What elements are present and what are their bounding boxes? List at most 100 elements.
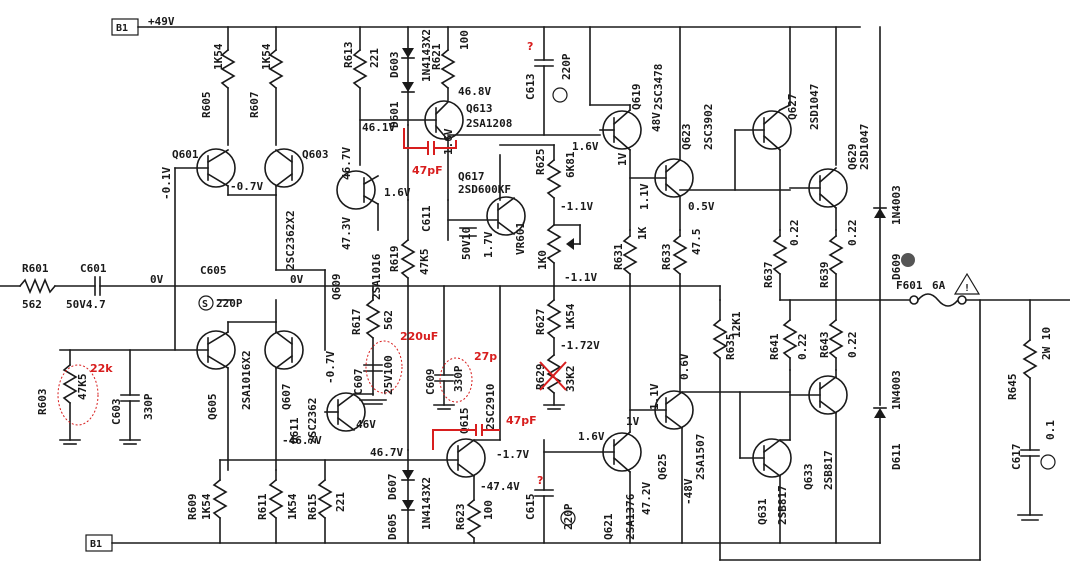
svg-text:C609: C609 [424,369,437,396]
svg-text:6A: 6A [932,279,946,292]
svg-text:2SC3902: 2SC3902 [702,104,715,150]
svg-text:46.7V: 46.7V [370,446,403,459]
svg-text:1N4143X2: 1N4143X2 [420,29,433,82]
c605: C605 S 220P 0V [198,264,304,311]
svg-text:Q621: Q621 [602,513,615,540]
q627-transistor: Q627 2SD1047 [734,84,821,191]
svg-text:1K0: 1K0 [536,250,549,270]
svg-text:Q605: Q605 [206,394,219,421]
svg-text:R625: R625 [534,149,547,176]
svg-text:Q619: Q619 [630,84,643,111]
top-rail: B1 +49V [111,15,861,36]
svg-text:Q607: Q607 [280,384,293,411]
svg-text:1.1V: 1.1V [648,383,661,410]
svg-text:Q629: Q629 [846,144,859,171]
svg-text:2SC2362: 2SC2362 [306,398,319,444]
svg-text:220P: 220P [562,503,575,530]
svg-text:50V10: 50V10 [460,227,473,260]
svg-text:47.3V: 47.3V [340,217,353,250]
svg-text:46.7V: 46.7V [340,147,353,180]
svg-text:C605: C605 [200,264,227,277]
svg-text:221: 221 [368,48,381,68]
svg-text:0.22: 0.22 [846,332,859,359]
svg-text:R605: R605 [200,92,213,119]
svg-text:R635: R635 [724,334,737,361]
svg-text:C613: C613 [524,74,537,101]
svg-text:Q609: Q609 [330,274,343,301]
svg-text:2SC3478: 2SC3478 [652,64,665,110]
q625-transistor: 1.1V 0.6V -48V Q625 2SA1507 [629,353,707,505]
svg-text:562: 562 [22,298,42,311]
svg-text:C603: C603 [110,399,123,426]
svg-text:F601: F601 [896,279,923,292]
svg-text:50V4.7: 50V4.7 [66,298,106,311]
svg-text:R603: R603 [36,389,49,416]
svg-text:Q631: Q631 [756,498,769,525]
svg-text:1K54: 1K54 [212,43,225,70]
svg-text:-47.4V: -47.4V [480,480,520,493]
svg-text:1.6V: 1.6V [578,430,605,443]
svg-text:C611: C611 [420,205,433,232]
q601-transistor: Q601 -0.1V -0.7V [160,148,263,200]
q607-transistor: Q607 [264,330,304,411]
svg-text:-46.7V: -46.7V [282,434,322,447]
svg-text:22k: 22k [90,362,113,375]
svg-text:B1: B1 [90,539,102,550]
svg-text:330P: 330P [452,365,465,392]
svg-text:48V: 48V [650,112,663,132]
svg-text:?: ? [527,40,533,53]
svg-text:C615: C615 [524,494,537,521]
svg-text:2SA1016X2: 2SA1016X2 [240,350,253,410]
svg-text:S: S [202,299,208,310]
svg-text:?: ? [537,474,543,487]
svg-text:R611: R611 [256,493,269,520]
svg-text:1K54: 1K54 [286,493,299,520]
bottom-rail: B1 [85,534,881,552]
svg-text:1K54: 1K54 [200,493,213,520]
fuse-f601: F601 6A ! [896,272,981,307]
svg-text:!: ! [964,283,970,294]
svg-text:0.5V: 0.5V [688,200,715,213]
svg-text:47pF: 47pF [412,164,443,177]
svg-text:220uF: 220uF [400,330,438,343]
svg-text:Q617: Q617 [458,170,485,183]
svg-text:C617: C617 [1010,444,1023,471]
svg-text:0.22: 0.22 [846,220,859,247]
svg-text:0V: 0V [290,273,304,286]
svg-text:Q611: Q611 [288,417,301,444]
svg-text:-0.7V: -0.7V [324,351,337,384]
svg-text:R613: R613 [342,42,355,69]
q615-transistor: Q615 2SC2910 46.7V -1.7V -47.4V [370,384,529,493]
svg-text:1.7V: 1.7V [482,231,495,258]
svg-text:2SB817: 2SB817 [822,450,835,490]
svg-text:1N4003: 1N4003 [890,370,903,410]
svg-text:1.6V: 1.6V [572,140,599,153]
red-annotations: 47pF 47pF 220uF 27p 22k [57,128,537,450]
svg-text:R633: R633 [660,244,673,271]
q603-transistor: Q603 2SC2362X2 [264,148,329,270]
svg-text:1V: 1V [626,415,640,428]
svg-text:R627: R627 [534,309,547,336]
svg-text:46.8V: 46.8V [458,85,491,98]
svg-text:B1: B1 [116,23,128,34]
svg-text:221: 221 [334,492,347,512]
svg-text:47.5: 47.5 [690,229,703,256]
svg-text:D609: D609 [890,254,903,281]
svg-text:R643: R643 [818,332,831,359]
svg-text:C601: C601 [80,262,107,275]
svg-text:R637: R637 [762,262,775,289]
svg-text:1.6V: 1.6V [442,128,455,155]
svg-text:-1.7V: -1.7V [496,448,529,461]
svg-text:Q627: Q627 [786,94,799,121]
svg-text:46.1V: 46.1V [362,121,395,134]
svg-text:1K: 1K [636,226,649,240]
q605-transistor: Q605 2SA1016X2 [59,330,253,421]
svg-text:330P: 330P [142,393,155,420]
svg-text:Q603: Q603 [302,148,329,161]
svg-text:1K54: 1K54 [564,303,577,330]
svg-text:220P: 220P [560,53,573,80]
svg-text:2SB817: 2SB817 [776,485,789,525]
svg-text:1K54: 1K54 [260,43,273,70]
